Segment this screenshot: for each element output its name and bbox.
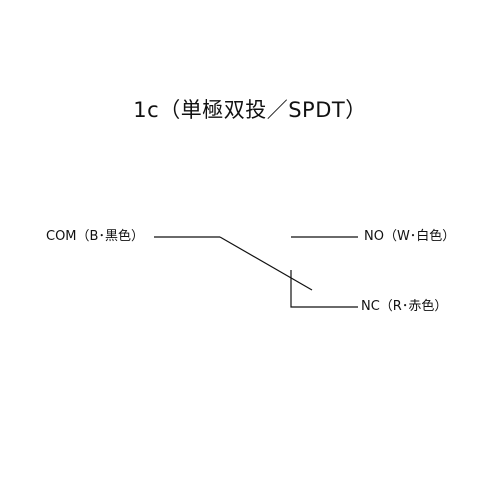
nc-wire (290, 270, 358, 308)
com-terminal-label: COM（B･黒色） (46, 229, 144, 244)
diagram-title: 1c（単極双投／SPDT） (133, 98, 367, 122)
switch-blade (219, 236, 313, 291)
nc-terminal-label: NC（R･赤色） (361, 299, 448, 314)
no-terminal-label: NO（W･白色） (364, 229, 456, 244)
